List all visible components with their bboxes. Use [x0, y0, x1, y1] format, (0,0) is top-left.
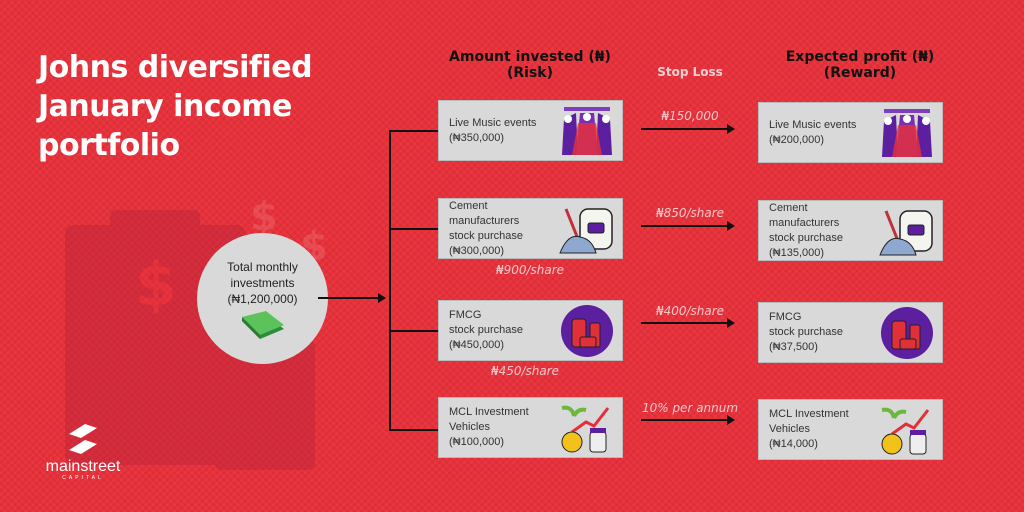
box-text: (₦37,500) — [769, 341, 818, 353]
title-line: portfolio — [38, 128, 180, 163]
bracket-line — [389, 130, 391, 431]
stop-loss-arrow — [641, 221, 735, 231]
profit-box-cement: Cement manufacturers stock purchase (₦135,… — [758, 200, 943, 261]
total-arrow — [318, 293, 386, 303]
investment-growth-icon — [881, 407, 930, 454]
total-label: investments — [230, 276, 295, 290]
stop-loss-header: Stop Loss — [657, 65, 723, 79]
investment-box-cement: Cement manufacturers stock purchase (₦300,… — [438, 198, 623, 259]
total-amount: (₦1,200,000) — [227, 292, 298, 306]
box-text: stock purchase — [449, 229, 523, 242]
logo-mark-icon — [69, 424, 97, 454]
box-text: Vehicles — [769, 423, 810, 435]
box-text: stock purchase — [769, 326, 843, 338]
profit-box-fmcg: FMCG stock purchase (₦37,500) — [758, 302, 943, 363]
box-text: Cement manufacturers — [769, 201, 840, 229]
stop-loss-value: ₦400/share — [655, 304, 725, 318]
profit-header-label: Expected profit (₦) — [785, 49, 935, 65]
logo-text: mainstreet — [45, 458, 121, 475]
box-text: Cement manufacturers — [449, 199, 520, 227]
box-text: (₦135,000) — [769, 246, 825, 259]
svg-text:$: $ — [135, 250, 177, 320]
page-title: Johns diversified January income portfol… — [38, 48, 313, 165]
investment-box-fmcg: FMCG stock purchase (₦450,000) — [438, 300, 623, 361]
box-text: (₦300,000) — [449, 244, 505, 257]
cement-bag-icon — [559, 207, 613, 253]
share-price-label: ₦450/share — [490, 364, 560, 378]
box-text: stock purchase — [769, 231, 843, 244]
title-line: January income — [38, 89, 292, 124]
stop-loss-arrow — [641, 318, 735, 328]
stop-loss-value: ₦150,000 — [661, 109, 719, 123]
box-text: FMCG — [769, 311, 802, 323]
box-text: Vehicles — [449, 421, 490, 433]
stop-loss-arrow — [641, 415, 735, 425]
cement-bag-icon — [879, 209, 933, 255]
box-text: MCL Investment — [449, 406, 529, 418]
box-text: Live Music events — [769, 118, 857, 131]
profit-header: Expected profit (₦) (Reward) — [765, 49, 955, 81]
share-price-label: ₦900/share — [495, 263, 565, 277]
total-label: Total monthly — [227, 260, 298, 274]
branch-line — [389, 228, 438, 230]
title-line: Johns diversified — [38, 50, 313, 85]
branch-line — [389, 130, 438, 132]
mainstreet-logo: mainstreet CAPITAL — [38, 424, 128, 481]
stop-loss-value: 10% per annum — [641, 401, 739, 415]
profit-box-live-music: Live Music events (₦200,000) — [758, 102, 943, 163]
box-text: Live Music events — [449, 116, 537, 129]
box-text: MCL Investment — [769, 408, 849, 420]
branch-line — [389, 429, 438, 431]
box-text: (₦200,000) — [769, 133, 825, 146]
branch-line — [389, 330, 438, 332]
logo-subtext: CAPITAL — [62, 475, 104, 481]
total-investments-circle: Total monthly investments (₦1,200,000) — [197, 233, 328, 364]
risk-label: (Risk) — [506, 65, 554, 81]
consumer-goods-icon — [561, 304, 613, 357]
amount-header-label: Amount invested (₦) — [449, 49, 611, 65]
stage-lights-icon — [882, 108, 932, 157]
consumer-goods-icon — [881, 306, 933, 359]
box-text: FMCG — [449, 309, 482, 321]
stop-loss-value: ₦850/share — [655, 206, 725, 220]
investment-box-live-music: Live Music events (₦350,000) — [438, 100, 623, 161]
amount-header: Amount invested (₦) (Risk) — [440, 49, 620, 81]
reward-label: (Reward) — [823, 65, 897, 81]
investment-growth-icon — [561, 405, 610, 452]
stage-lights-icon — [562, 106, 612, 155]
box-text: (₦350,000) — [449, 131, 505, 144]
stop-loss-arrow — [641, 124, 735, 134]
box-text: (₦450,000) — [449, 339, 505, 351]
box-text: (₦100,000) — [449, 436, 505, 448]
box-text: (₦14,000) — [769, 438, 818, 450]
cash-stack-icon — [241, 311, 284, 339]
box-text: stock purchase — [449, 324, 523, 336]
